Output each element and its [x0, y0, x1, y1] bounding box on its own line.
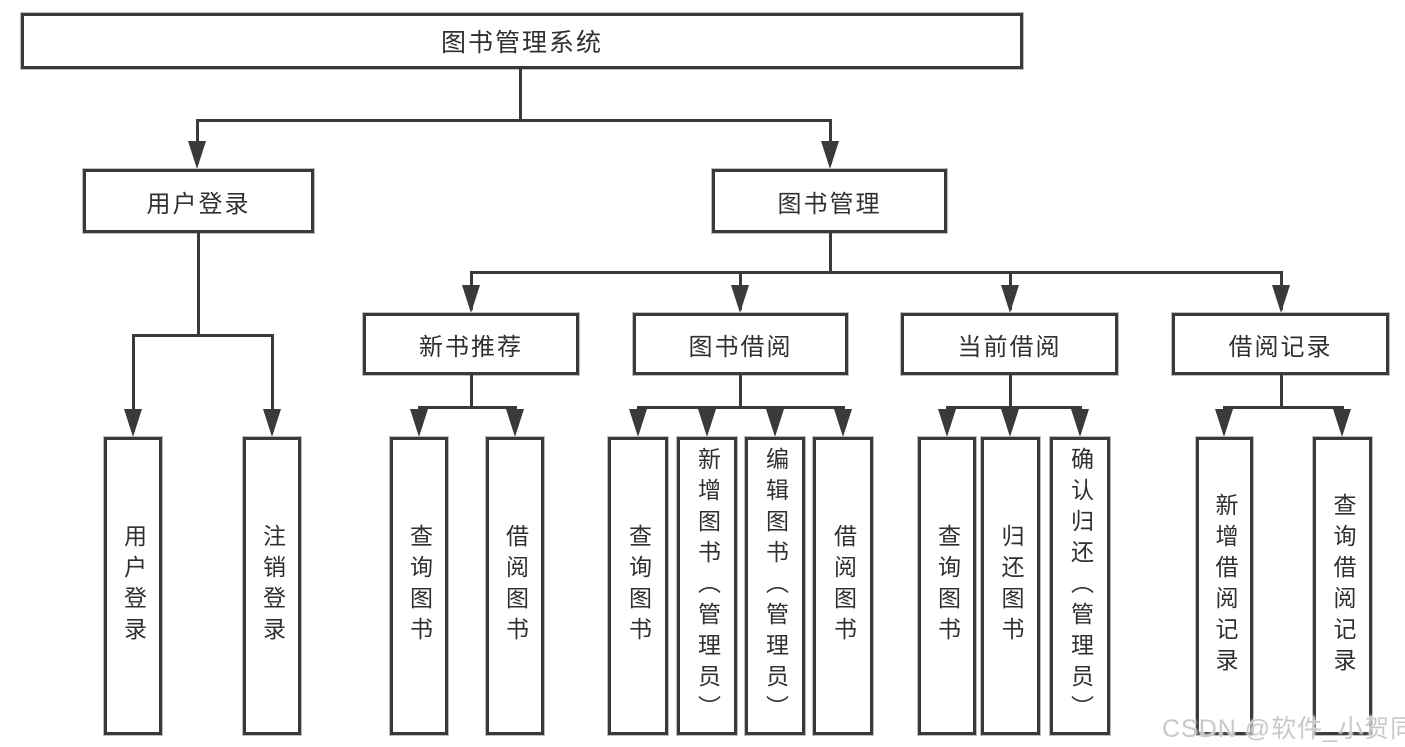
node-label: 查询图书 [625, 524, 652, 648]
arrow-down-icon [188, 141, 206, 169]
connector-book-management-drop [828, 233, 832, 274]
node-book-management: 图书管理 [712, 169, 947, 233]
node-label: 用户登录 [146, 190, 251, 218]
arrow-down-icon [1272, 285, 1290, 313]
connector-g5-rail [1222, 406, 1344, 409]
connector-stub-login [131, 336, 135, 432]
node-label: 注销登录 [259, 524, 286, 648]
arrow-down-icon [821, 141, 839, 169]
connector-g3-rail [636, 406, 845, 409]
node-library-management-system: 图书管理系统 [21, 13, 1023, 69]
arrow-down-icon [462, 285, 480, 313]
node-label: 查询图书 [406, 524, 433, 648]
connector-level3-rail [469, 271, 1283, 274]
arrow-down-icon [834, 409, 852, 437]
arrow-down-icon [124, 409, 142, 437]
arrow-down-icon [506, 409, 524, 437]
node-label: 新增借阅记录 [1212, 493, 1238, 679]
leaf-recommend-query-books: 查询图书 [390, 437, 448, 735]
connector-user-login-drop [196, 233, 200, 336]
node-borrow-records: 借阅记录 [1172, 313, 1389, 375]
connector-g5-drop [1279, 375, 1283, 409]
leaf-records-query-record: 查询借阅记录 [1313, 437, 1372, 735]
connector-user-login-rail [131, 334, 274, 337]
connector-g4-rail [945, 406, 1082, 409]
arrow-down-icon [1001, 285, 1019, 313]
leaf-user-login: 用户登录 [104, 437, 162, 735]
arrow-down-icon [629, 409, 647, 437]
leaf-borrow-query-books: 查询图书 [608, 437, 668, 735]
leaf-borrow-edit-books-admin: 编辑图书（管理员） [745, 437, 805, 735]
arrow-down-icon [1215, 409, 1233, 437]
arrow-down-icon [1071, 409, 1089, 437]
connector-g2-rail [417, 406, 517, 409]
node-label: 确认归还（管理员） [1067, 446, 1094, 726]
node-current-borrow: 当前借阅 [901, 313, 1118, 375]
connector-g2-drop [469, 375, 473, 409]
arrow-down-icon [263, 409, 281, 437]
leaf-recommend-borrow-books: 借阅图书 [486, 437, 544, 735]
node-label: 图书管理系统 [440, 29, 603, 57]
node-label: 图书管理 [777, 190, 882, 218]
connector-level2-rail [195, 119, 832, 122]
node-label: 编辑图书（管理员） [762, 446, 789, 726]
leaf-current-confirm-return-admin: 确认归还（管理员） [1050, 437, 1110, 735]
connector-root-drop [518, 69, 522, 122]
connector-g4-drop [1008, 375, 1012, 409]
node-label: 图书借阅 [688, 333, 793, 361]
arrow-down-icon [698, 409, 716, 437]
node-book-borrow: 图书借阅 [633, 313, 848, 375]
node-label: 借阅图书 [502, 524, 529, 648]
node-new-book-recommend: 新书推荐 [363, 313, 579, 375]
node-label: 当前借阅 [957, 333, 1062, 361]
leaf-current-return-books: 归还图书 [981, 437, 1040, 735]
node-label: 新书推荐 [419, 333, 523, 361]
node-label: 用户登录 [120, 524, 147, 648]
arrow-down-icon [766, 409, 784, 437]
node-label: 借阅记录 [1228, 333, 1333, 361]
leaf-borrow-add-books-admin: 新增图书（管理员） [677, 437, 737, 735]
connector-stub-logout [270, 336, 274, 432]
node-label: 新增图书（管理员） [694, 446, 721, 726]
connector-g3-drop [738, 375, 742, 409]
node-user-login: 用户登录 [83, 169, 314, 233]
leaf-borrow-borrow-books: 借阅图书 [813, 437, 873, 735]
arrow-down-icon [731, 285, 749, 313]
leaf-records-add-record: 新增借阅记录 [1196, 437, 1253, 735]
leaf-logout: 注销登录 [243, 437, 301, 735]
leaf-current-query-books: 查询图书 [918, 437, 976, 735]
arrow-down-icon [1001, 409, 1019, 437]
node-label: 归还图书 [998, 524, 1024, 648]
arrow-down-icon [410, 409, 428, 437]
node-label: 查询借阅记录 [1330, 493, 1356, 679]
arrow-down-icon [938, 409, 956, 437]
arrow-down-icon [1333, 409, 1351, 437]
node-label: 查询图书 [934, 524, 961, 648]
node-label: 借阅图书 [830, 524, 857, 648]
watermark-text: CSDN @软件_小贺同学 [1162, 715, 1405, 743]
